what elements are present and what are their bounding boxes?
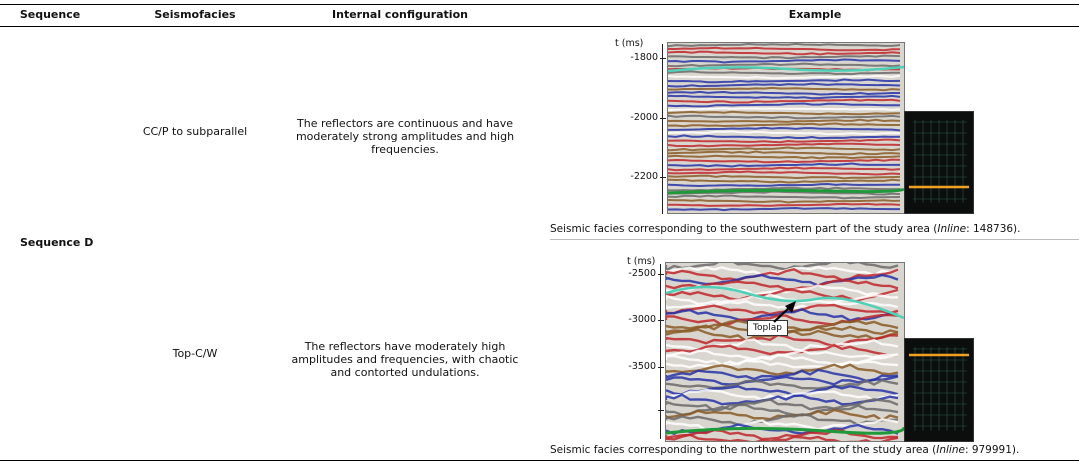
location-inset-1	[904, 111, 974, 214]
row1-y-tick-label: -1800	[630, 52, 658, 63]
location-inset-2	[904, 338, 974, 442]
sequence-label: Sequence D	[20, 236, 94, 249]
row1-y-axis	[662, 44, 663, 214]
row2-y-tick-label: -3500	[628, 361, 656, 372]
row2-caption: Seismic facies corresponding to the nort…	[550, 444, 1020, 456]
row1-seismofacies: CC/P to subparallel	[142, 125, 248, 138]
row1-caption: Seismic facies corresponding to the sout…	[550, 223, 1021, 235]
row1-y-tick	[660, 58, 666, 59]
row2-y-tick-label: -3000	[628, 314, 656, 325]
inset-map-1	[909, 120, 969, 203]
header-bottom-rule	[0, 26, 1079, 27]
seismic-section-1	[667, 42, 905, 214]
row2-y-tick	[658, 367, 664, 368]
header-internal-configuration: Internal configuration	[332, 8, 468, 21]
seismic-image-1	[668, 43, 904, 213]
row1-y-tick	[660, 118, 666, 119]
row-divider	[550, 239, 1079, 240]
toplap-callout: Toplap	[747, 320, 788, 336]
row2-y-axis	[660, 264, 661, 439]
row1-y-tick-label: -2200	[630, 171, 658, 182]
row1-y-tick-label: -2000	[630, 112, 658, 123]
row1-y-tick	[660, 177, 666, 178]
table-top-rule	[0, 4, 1079, 5]
header-seismofacies: Seismofacies	[154, 8, 236, 21]
row2-seismofacies: Top-C/W	[172, 347, 218, 360]
row2-y-tick	[658, 320, 664, 321]
row1-configuration: The reflectors are continuous and have m…	[295, 117, 515, 156]
header-example: Example	[788, 8, 842, 21]
inset-map-2	[909, 347, 969, 431]
header-sequence: Sequence	[19, 8, 81, 21]
seismic-section-2	[665, 262, 905, 442]
row2-y-unit: t (ms)	[627, 256, 656, 267]
row2-y-tick	[658, 274, 664, 275]
seismic-image-2	[666, 263, 904, 441]
row2-y-tick	[658, 410, 664, 411]
row2-y-tick-label: -2500	[628, 268, 656, 279]
row1-y-unit: t (ms)	[615, 38, 644, 49]
row2-configuration: The reflectors have moderately high ampl…	[291, 340, 519, 379]
toplap-arrow-icon	[773, 301, 796, 323]
table-bottom-rule	[0, 460, 1079, 461]
